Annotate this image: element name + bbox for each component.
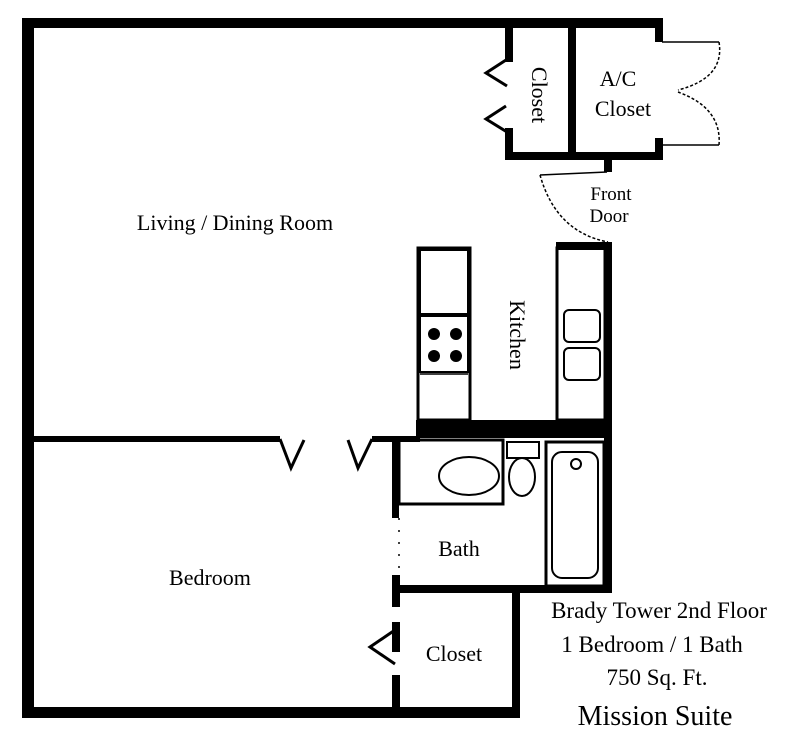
ac-closet-doors <box>662 41 721 146</box>
bath-right-wall <box>604 436 612 593</box>
bathtub <box>544 440 606 588</box>
bath-sink <box>438 456 500 496</box>
toilet-bowl <box>508 457 536 497</box>
stove <box>419 315 469 373</box>
label-bedroom: Bedroom <box>169 565 251 590</box>
label-closet-top: Closet <box>527 67 552 123</box>
burner-3 <box>428 350 440 362</box>
wall-left <box>22 18 34 718</box>
burner-1 <box>428 328 440 340</box>
closet-top-bifold-door-1 <box>483 58 508 88</box>
label-ac-line2: Closet <box>595 96 651 121</box>
label-ac-line1: A/C <box>600 66 637 91</box>
ac-closet-right-upper <box>655 18 663 42</box>
label-bath: Bath <box>438 536 480 561</box>
outer-walls <box>22 18 662 718</box>
bathroom <box>392 436 612 607</box>
sink-basin-2 <box>563 347 601 381</box>
sink-basin-1 <box>563 309 601 343</box>
kitchen-right-top-wall <box>556 242 612 250</box>
closet-top-left-wall <box>505 18 513 62</box>
bathtub-drain <box>570 458 582 470</box>
kitchen-left-counter <box>416 246 472 422</box>
info-layout: 1 Bedroom / 1 Bath <box>561 632 743 657</box>
kitchen <box>416 242 612 438</box>
toilet-tank <box>506 441 540 459</box>
bedroom-bifold-door-2 <box>346 438 374 472</box>
label-closet-bottom: Closet <box>426 641 482 666</box>
bedroom-bifold-door-1 <box>278 438 306 472</box>
front-door <box>539 160 612 243</box>
info-building: Brady Tower 2nd Floor <box>551 598 767 623</box>
label-front-door-1: Front <box>590 184 632 205</box>
living-bedroom-wall <box>22 436 420 472</box>
closet-top-divider <box>568 18 576 158</box>
bedroom-closet-door <box>367 628 396 666</box>
info-suite-name: Mission Suite <box>578 701 733 732</box>
wall-right-bottom <box>512 585 520 718</box>
top-closets <box>483 18 721 243</box>
bedroom-closet <box>367 622 400 715</box>
kitchen-bottom-wall <box>416 420 612 438</box>
closet-top-bifold-door-2 <box>483 104 508 134</box>
bath-bottom-wall <box>392 585 612 593</box>
burner-4 <box>450 350 462 362</box>
bath-left-wall <box>392 436 399 518</box>
wall-top <box>22 18 662 28</box>
label-living-room: Living / Dining Room <box>137 210 333 235</box>
ac-closet-right-lower <box>655 138 663 160</box>
label-front-door-2: Door <box>589 206 629 227</box>
info-area: 750 Sq. Ft. <box>607 665 708 690</box>
refrigerator <box>419 249 469 315</box>
burner-2 <box>450 328 462 340</box>
closet-top-lower-left-wall <box>505 128 513 160</box>
wall-bottom <box>22 707 520 718</box>
closet-top-bottom-wall <box>505 152 663 160</box>
label-kitchen: Kitchen <box>505 300 530 370</box>
bathtub-basin <box>551 451 599 579</box>
vanity-counter <box>397 438 505 506</box>
kitchen-right-wall <box>604 242 612 438</box>
